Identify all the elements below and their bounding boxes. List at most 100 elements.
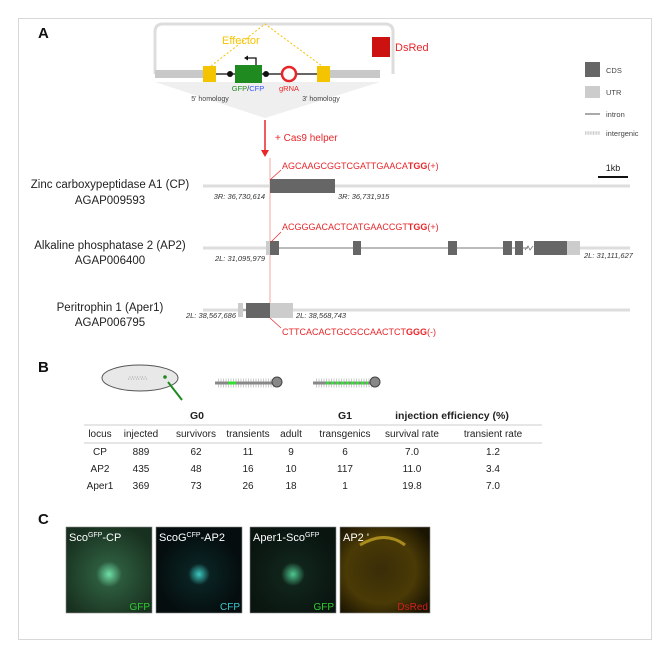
cds-exon [448,241,457,255]
column-header: transients [226,429,269,440]
micrograph [339,526,431,614]
table-cell: 1.2 [486,447,500,458]
larva-transgenic-illustration [313,376,381,388]
grna-sequence: ACGGGACACTCATGAACCGTTGG(+) [282,222,439,232]
table-cell: 11.0 [403,464,422,475]
table-cell: 73 [190,481,202,492]
legend-utr-swatch [585,86,600,98]
donor-plasmid: Effector DsRed GFP/CFP gRNA 5' homology … [153,22,429,157]
cds-exon [534,241,567,255]
table-cell: 18 [285,481,297,492]
dsred-box [372,37,390,57]
coord-right: 3R: 36,731,915 [338,192,390,201]
gene-name: Peritrophin 1 (Aper1) [57,302,164,314]
gene-id: AGAP006795 [75,317,145,329]
gfp-cfp-label: GFP/CFP [232,84,265,93]
axis-break-icon [524,245,534,251]
legend-utr: UTR [606,88,622,97]
grna-sequence: AGCAAGCGGTCGATTGAACATGG(+) [282,161,439,171]
table-cell: CP [93,447,107,458]
column-header: survivors [176,429,216,440]
table-cell: 7.0 [486,481,500,492]
column-header: survival rate [385,429,439,440]
image-label: Aper1-ScoGFP [253,532,320,544]
legend-cds-swatch [585,62,600,77]
coord-right: 2L: 31,111,627 [583,251,634,260]
image-label: ScoGCFP-AP2 [159,532,225,544]
grna-circle-icon [280,65,298,83]
backbone-right [330,70,380,78]
legend-cds: CDS [606,66,622,75]
group-header-g1: G1 [338,410,352,422]
homology-fan [155,82,380,118]
channel-label: GFP [129,602,150,613]
utr [567,241,580,255]
micrograph [155,526,243,614]
panel-label-c: C [38,511,49,528]
fluorescence-image: ScoGFP-CP GFP [65,526,153,614]
marker-dot [227,71,233,77]
table-cell: 62 [190,447,202,458]
channel-label: DsRed [397,602,428,613]
homology5-label: 5' homology [191,96,229,103]
image-label: AP2 ' [343,532,369,544]
table-cell: 435 [133,464,150,475]
cfp-label: CFP [249,84,264,93]
table-cell: 7.0 [405,447,419,458]
effector-label: Effector [222,35,260,47]
table-cell: AP2 [91,464,110,475]
slash: / [247,84,250,93]
effector-bracket [210,23,323,67]
table-cell: 6 [342,447,348,458]
grna-sequence: CTTCACACTGCGCCAACTCTGGG(-) [282,327,436,337]
table-cell: 889 [133,447,150,458]
panel-label-a: A [38,25,49,42]
coord-right: 2L: 38,568,743 [295,311,347,320]
legend-intergenic: intergenic [606,129,639,138]
table-row: CP 889 62 11 9 6 7.0 1.2 [93,447,500,458]
gene-name: Zinc carboxypeptidase A1 (CP) [31,179,190,191]
gene-id: AGAP009593 [75,195,145,207]
table-cell: 369 [133,481,150,492]
cds-exon [503,241,512,255]
cas9-label: + Cas9 helper [275,133,338,144]
table-cell: 48 [190,464,202,475]
homology-arm-5 [203,66,216,82]
utr [238,303,243,317]
cds-exon [353,241,361,255]
image-label: ScoGFP-CP [69,532,121,544]
homology3-label: 3' homology [302,96,340,103]
channel-label: CFP [220,602,240,613]
figure-frame [18,18,652,640]
homology-arm-3 [317,66,330,82]
utr [270,303,293,318]
cds-exon [270,241,279,255]
legend-intron: intron [606,110,625,119]
fluorescence-image: AP2 ' DsRed [339,526,431,614]
table-cell: 11 [243,447,254,458]
legend: CDS UTR intron intergenic 1kb [585,62,639,178]
column-header: injected [124,429,158,440]
gene-name: Alkaline phosphatase 2 (AP2) [34,240,186,252]
gene-ap2: Alkaline phosphatase 2 (AP2) AGAP006400 … [34,222,634,267]
table-cell: 16 [242,464,254,475]
group-header-g0: G0 [190,410,204,422]
gfp-label: GFP [232,84,247,93]
promoter-arrow-icon [246,57,257,65]
gene-id: AGAP006400 [75,255,145,267]
table-cell: 9 [288,447,294,458]
gene-aper1: Peritrophin 1 (Aper1) AGAP006795 2L: 38,… [57,302,630,337]
micrograph [249,526,337,614]
embryo-injection-illustration: ∴∵∴∵∴ [101,364,183,401]
column-header: transgenics [319,429,370,440]
group-header-efficiency: injection efficiency (%) [395,410,509,422]
table-cell: 117 [337,464,353,475]
coord-left: 2L: 38,567,686 [185,311,237,320]
column-header: transient rate [464,429,523,440]
cds-exon [515,241,523,255]
